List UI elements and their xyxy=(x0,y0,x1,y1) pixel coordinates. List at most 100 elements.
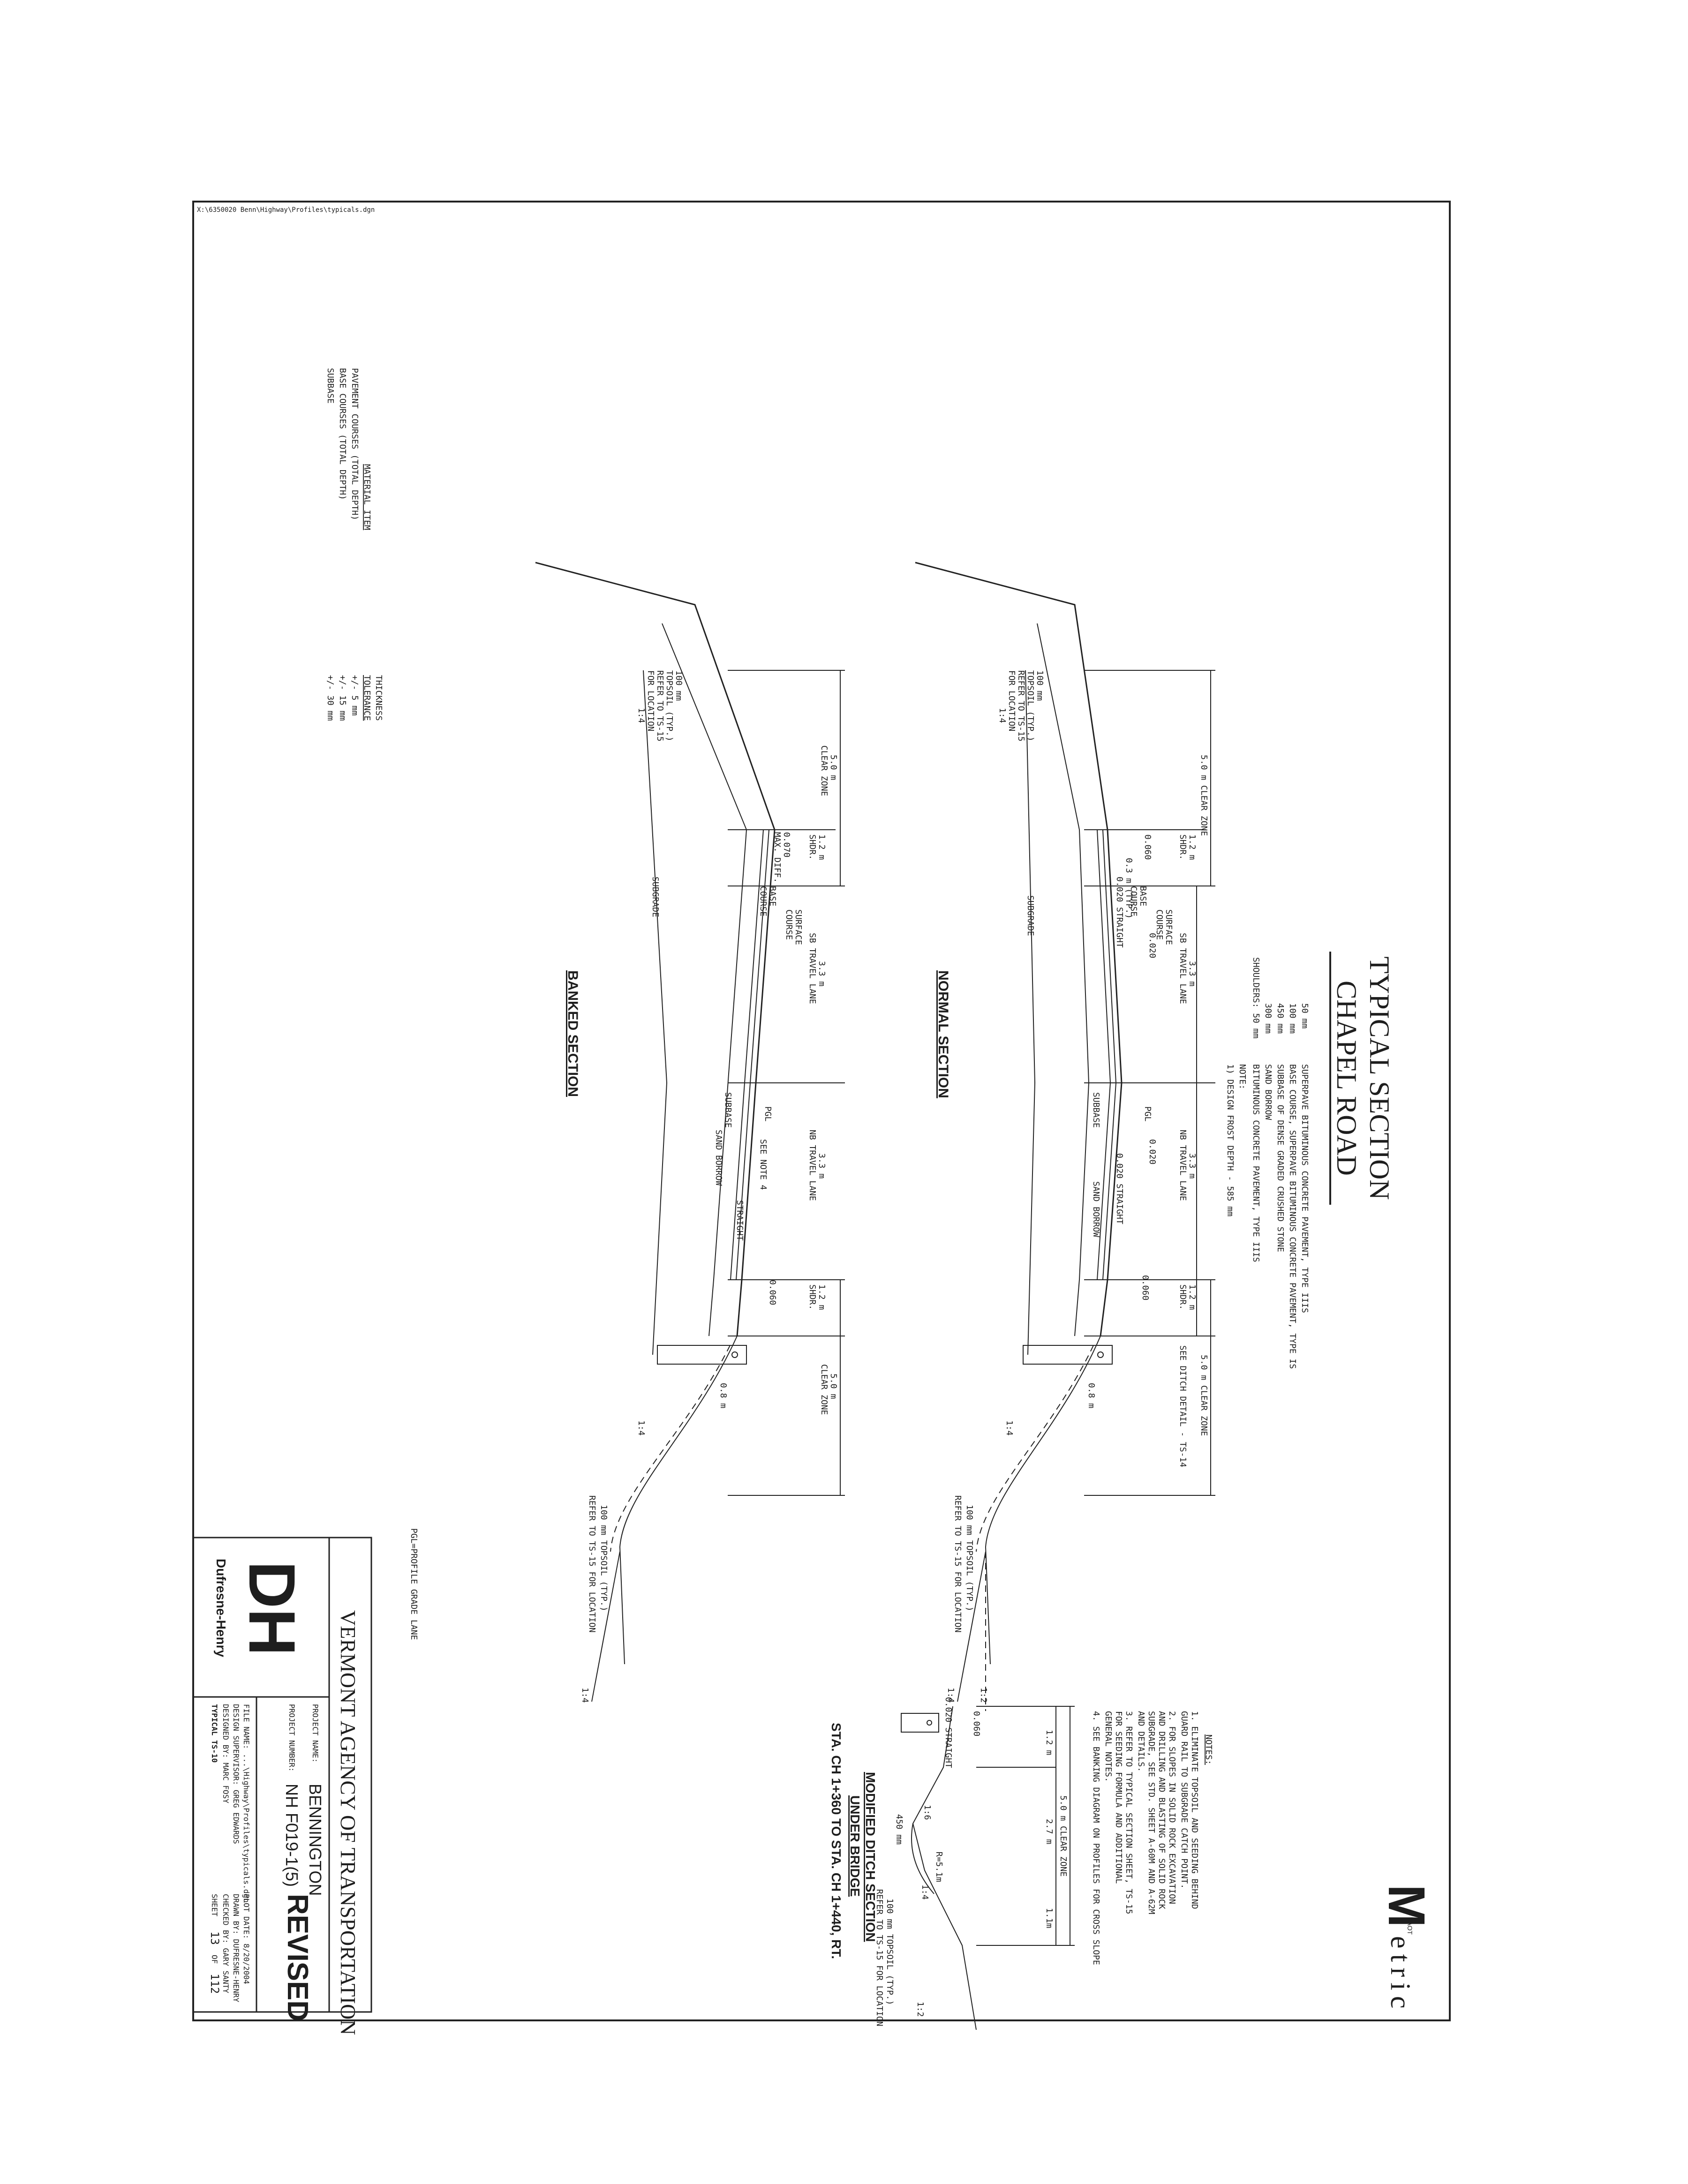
svg-text:VAOT: VAOT xyxy=(1406,1917,1414,1935)
svg-text:SEE NOTE 4: SEE NOTE 4 xyxy=(758,1139,768,1190)
svg-text:SAND BORROW: SAND BORROW xyxy=(1263,1064,1273,1120)
section-subtitle: CHAPEL ROAD xyxy=(1331,981,1362,1176)
svg-text:SUPERPAVE BITUMINOUS CONCRETE: SUPERPAVE BITUMINOUS CONCRETE PAVEMENT, … xyxy=(1300,1064,1310,1313)
svg-text:3.3 m: 3.3 m xyxy=(1187,1153,1197,1178)
svg-text:5.0 m CLEAR ZONE: 5.0 m CLEAR ZONE xyxy=(1199,1355,1209,1436)
svg-text:3. REFER TO TYPICAL SECTION SH: 3. REFER TO TYPICAL SECTION SHEET, TS-15 xyxy=(1124,1711,1134,1914)
svg-text:etric: etric xyxy=(1385,1936,1416,2014)
svg-text:PROJECT NAME:: PROJECT NAME: xyxy=(311,1704,320,1763)
svg-text:PLOT DATE: 8/20/2004: PLOT DATE: 8/20/2004 xyxy=(242,1894,251,1984)
svg-text:13: 13 xyxy=(208,1931,221,1945)
svg-text:GUARD RAIL TO SUBGRADE CATCH P: GUARD RAIL TO SUBGRADE CATCH POINT. xyxy=(1179,1711,1189,1889)
svg-text:REFER TO TS-15: REFER TO TS-15 xyxy=(655,670,665,742)
svg-text:AND DETAILS.: AND DETAILS. xyxy=(1136,1711,1146,1772)
svg-text:100 mm TOPSOIL (TYP.): 100 mm TOPSOIL (TYP.) xyxy=(965,1505,974,1612)
svg-text:50 mm: 50 mm xyxy=(1300,1003,1310,1028)
svg-text:0.8 m: 0.8 m xyxy=(718,1383,728,1408)
ditch-section: 5.0 m CLEAR ZONE 1.2 m 2.7 m 1.1m 0.060 … xyxy=(829,1697,1075,2030)
svg-text:2. FOR SLOPES IN SOLID ROCK EX: 2. FOR SLOPES IN SOLID ROCK EXCAVATION xyxy=(1167,1711,1177,1904)
svg-text:BASE COURSE, SUPERPAVE BITUMIN: BASE COURSE, SUPERPAVE BITUMINOUS CONCRE… xyxy=(1288,1064,1297,1369)
svg-text:1:4: 1:4 xyxy=(920,1884,930,1900)
svg-text:100 mm TOPSOIL (TYP.): 100 mm TOPSOIL (TYP.) xyxy=(885,1899,895,2005)
svg-text:1.1m: 1.1m xyxy=(1044,1908,1054,1928)
svg-text:SB TRAVEL LANE: SB TRAVEL LANE xyxy=(1178,933,1188,1004)
svg-text:3.3 m: 3.3 m xyxy=(817,1153,827,1178)
svg-text:GENERAL NOTES.: GENERAL NOTES. xyxy=(1103,1711,1113,1782)
svg-text:0.060: 0.060 xyxy=(972,1711,981,1736)
svg-text:0.070: 0.070 xyxy=(782,832,791,857)
svg-text:MATERIAL ITEM: MATERIAL ITEM xyxy=(362,464,372,530)
svg-text:STA. CH 1+360 TO STA. CH 1+440: STA. CH 1+360 TO STA. CH 1+440, RT. xyxy=(829,1723,844,1959)
svg-text:THICKNESS: THICKNESS xyxy=(374,675,384,721)
svg-text:COURSE: COURSE xyxy=(758,886,768,916)
svg-text:OF: OF xyxy=(210,1955,219,1964)
svg-text:+/- 5 mm: +/- 5 mm xyxy=(350,675,360,716)
svg-text:4. SEE BANKING DIAGRAM ON PROF: 4. SEE BANKING DIAGRAM ON PROFILES FOR C… xyxy=(1091,1711,1101,1965)
svg-text:BASE: BASE xyxy=(1138,886,1148,906)
svg-text:1:2: 1:2 xyxy=(979,1688,988,1703)
svg-text:TOLERANCE: TOLERANCE xyxy=(362,675,372,721)
svg-text:MAX. DIFF.: MAX. DIFF. xyxy=(772,832,782,883)
svg-text:SHDR.: SHDR. xyxy=(1178,1284,1188,1310)
svg-text:DRAWN BY: DUFRESNE-HENRY: DRAWN BY: DUFRESNE-HENRY xyxy=(232,1894,241,2003)
svg-text:VERMONT AGENCY OF TRANSPORT: VERMONT AGENCY OF TRANSPORTATION xyxy=(336,1610,360,2035)
file-path: X:\6350020 Benn\Highway\Profiles\typical… xyxy=(197,206,375,214)
section-title: TYPICAL SECTION xyxy=(1364,956,1395,1200)
svg-text:SURFACE: SURFACE xyxy=(793,909,803,945)
svg-text:SUBBASE OF DENSE GRADED CRUSHE: SUBBASE OF DENSE GRADED CRUSHED STONE xyxy=(1275,1064,1285,1252)
svg-text:3.3 m: 3.3 m xyxy=(817,961,827,986)
svg-text:0.020: 0.020 xyxy=(1147,933,1157,958)
svg-text:SHDR.: SHDR. xyxy=(807,834,817,860)
svg-text:1. ELIMINATE TOPSOIL AND SEEDI: 1. ELIMINATE TOPSOIL AND SEEDING BEHIND xyxy=(1190,1711,1199,1909)
svg-text:SHDR.: SHDR. xyxy=(1178,834,1188,860)
svg-text:0.020: 0.020 xyxy=(1147,1139,1157,1164)
svg-text:SUBGRADE: SUBGRADE xyxy=(1025,895,1035,936)
svg-text:+/- 15 mm: +/- 15 mm xyxy=(338,675,347,721)
svg-text:AND DRILLING AND BLASTING OF S: AND DRILLING AND BLASTING OF SOLID ROCK xyxy=(1157,1711,1167,1909)
svg-text:112: 112 xyxy=(208,1974,221,1994)
svg-text:BANKED SECTION: BANKED SECTION xyxy=(565,970,580,1097)
svg-text:CHECKED BY: GARY SANTY: CHECKED BY: GARY SANTY xyxy=(221,1894,230,1993)
svg-text:5.0 m CLEAR ZONE: 5.0 m CLEAR ZONE xyxy=(1199,755,1209,836)
svg-text:PAVEMENT COURSES (TOTAL DEPTH): PAVEMENT COURSES (TOTAL DEPTH) xyxy=(350,368,360,520)
svg-text:5.0 m CLEAR ZONE: 5.0 m CLEAR ZONE xyxy=(1058,1795,1068,1876)
svg-text:STRAIGHT: STRAIGHT xyxy=(735,1200,745,1241)
svg-text:0.020 STRAIGHT: 0.020 STRAIGHT xyxy=(1115,1153,1124,1224)
svg-text:PGL: PGL xyxy=(763,1106,773,1122)
svg-text:NH F019-1(5): NH F019-1(5) xyxy=(282,1784,301,1887)
svg-text:REFER TO TS-15 FOR LOCATION: REFER TO TS-15 FOR LOCATION xyxy=(953,1495,963,1633)
svg-text:1:4: 1:4 xyxy=(997,708,1007,723)
svg-text:SUBBASE: SUBBASE xyxy=(325,368,335,404)
svg-text:COURSE: COURSE xyxy=(1129,886,1138,916)
svg-text:FOR LOCATION: FOR LOCATION xyxy=(646,670,656,731)
svg-text:1:4: 1:4 xyxy=(1004,1420,1014,1436)
svg-text:100 mm: 100 mm xyxy=(1288,1003,1297,1034)
svg-text:300 mm: 300 mm xyxy=(1263,1003,1273,1034)
svg-text:0.020 STRAIGHT: 0.020 STRAIGHT xyxy=(1115,877,1124,948)
metric-logo: M VAOT etric xyxy=(1378,1884,1435,2014)
banked-section: 5.0 m CLEAR ZONE 1.2 m SHDR. 3.3 m SB TR… xyxy=(535,562,845,1703)
svg-text:BASE: BASE xyxy=(768,886,777,906)
svg-text:100 mm TOPSOIL (TYP.): 100 mm TOPSOIL (TYP.) xyxy=(599,1505,609,1612)
svg-text:MODIFIED DITCH SECTION: MODIFIED DITCH SECTION xyxy=(863,1772,878,1942)
svg-text:SEE DITCH DETAIL - TS-14: SEE DITCH DETAIL - TS-14 xyxy=(1178,1345,1188,1467)
svg-text:BASE COURSES (TOTAL DEPT: BASE COURSES (TOTAL DEPTH) xyxy=(338,368,347,500)
svg-text:TYPICAL TS-10: TYPICAL TS-10 xyxy=(210,1704,219,1763)
svg-text:TOPSOIL (TYP.): TOPSOIL (TYP.) xyxy=(1025,670,1035,742)
svg-text:FOR SEEDING FORMULA AND ADDITI: FOR SEEDING FORMULA AND ADDITIONAL xyxy=(1114,1711,1123,1884)
svg-text:SHEET: SHEET xyxy=(210,1894,219,1917)
normal-section: 5.0 m CLEAR ZONE 1.2 m SHDR. 3.3 m SB TR… xyxy=(915,562,1215,1711)
svg-text:100 mm: 100 mm xyxy=(674,670,684,701)
svg-text:450 mm: 450 mm xyxy=(1275,1003,1285,1034)
title-block: VERMONT AGENCY OF TRANSPORTATION DH Dufr… xyxy=(192,1537,372,2035)
svg-text:NOTES:: NOTES: xyxy=(1204,1734,1213,1765)
svg-text:DESIGN SUPERVISOR: GREG EDWARD: DESIGN SUPERVISOR: GREG EDWARDS xyxy=(232,1704,241,1844)
svg-text:CLEAR ZONE: CLEAR ZONE xyxy=(819,1364,829,1415)
svg-text:1:4: 1:4 xyxy=(636,708,646,723)
svg-text:BENNINGTON: BENNINGTON xyxy=(306,1784,325,1896)
svg-text:UNDER BRIDGE: UNDER BRIDGE xyxy=(848,1795,862,1897)
svg-text:100 mm: 100 mm xyxy=(1035,670,1045,701)
svg-text:5.0 m: 5.0 m xyxy=(829,1373,838,1399)
svg-text:FILE NAME: ...\Highway\Profile: FILE NAME: ...\Highway\Profiles\typicals… xyxy=(242,1704,251,1903)
svg-text:3.3 m: 3.3 m xyxy=(1187,961,1197,986)
